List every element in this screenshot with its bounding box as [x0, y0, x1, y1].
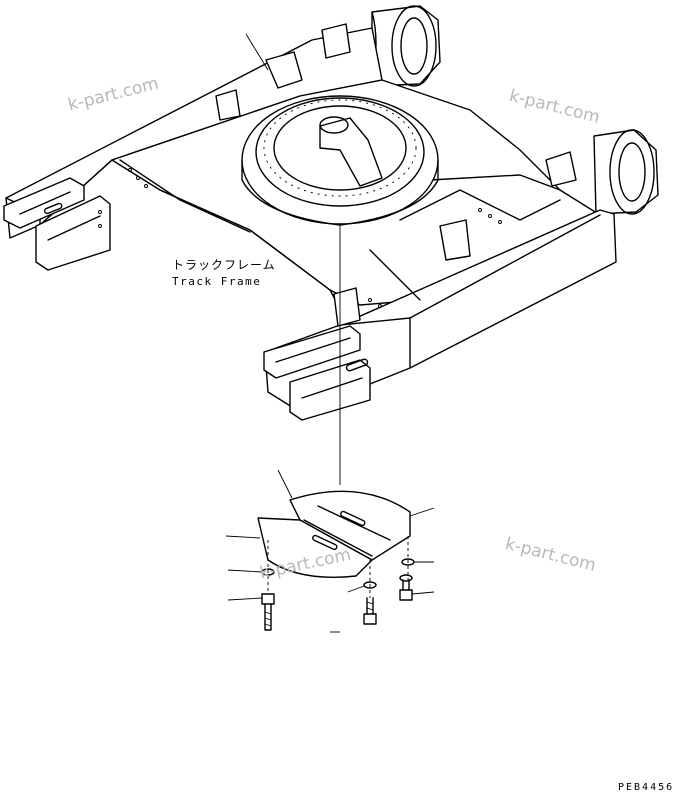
- washer-right-2: [399, 574, 413, 582]
- right-stand-bracket-2: [439, 219, 471, 261]
- center-joint-bracket: [319, 117, 383, 187]
- under-cover-plate-right: [289, 490, 411, 561]
- drawing-code: PEB4456: [618, 782, 675, 793]
- track-frame: [3, 5, 659, 421]
- under-cover-assembly: [225, 469, 435, 633]
- lower-side-member: [264, 209, 617, 413]
- bolt-left: [261, 593, 275, 631]
- upper-stand-bracket-2: [321, 23, 351, 59]
- upper-leader: [245, 33, 269, 71]
- mid-stand-bracket: [215, 89, 241, 121]
- right-stand-bracket-1: [545, 151, 577, 187]
- upper-stand-bracket: [265, 51, 303, 89]
- frame-label-english: Track Frame: [172, 275, 262, 288]
- frame-label-japanese: トラックフレーム: [172, 258, 276, 272]
- lower-stand-bracket: [333, 287, 361, 327]
- bolt-right: [399, 579, 413, 601]
- bolt-center: [363, 597, 377, 625]
- left-end-brackets: [3, 177, 111, 271]
- washer-center: [363, 581, 377, 589]
- under-cover-plate-left: [257, 517, 373, 578]
- right-drive-housing: [593, 129, 659, 215]
- upper-drive-housing: [371, 5, 441, 87]
- bolt-holes: [98, 168, 502, 308]
- lower-end-brackets: [263, 325, 371, 421]
- swing-circle: [241, 95, 439, 226]
- part-leaders: [225, 469, 435, 633]
